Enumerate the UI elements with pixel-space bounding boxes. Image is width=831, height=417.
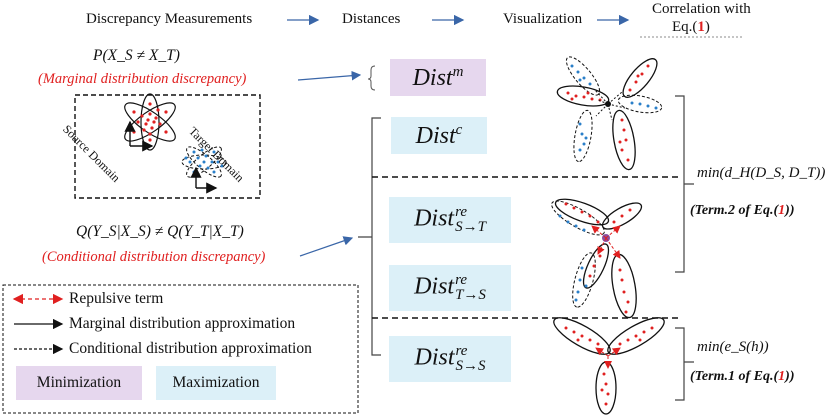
dist-c-text: Distc: [415, 121, 463, 149]
brace-dm: [367, 65, 376, 91]
conditional-label: (Conditional distribution discrepancy): [42, 249, 266, 265]
correlation-upper-term: (Term.2 of Eq.(1)): [690, 203, 795, 218]
correlation-lower-formula: min(e_S(h)): [697, 339, 769, 355]
dist-m-text: Distm: [412, 63, 464, 91]
bracket-main: [358, 117, 381, 356]
vis-petals-ss: [553, 317, 665, 415]
bracket-right-lower: [675, 327, 694, 401]
vis-star-dm-dc: [556, 56, 663, 171]
marginal-arrow: [297, 70, 362, 81]
legend-maximization: Maximization: [156, 366, 276, 400]
header-step-discrepancy: Discrepancy Measurements: [86, 11, 253, 27]
vis-star-repulsive: [551, 198, 643, 319]
legend-conditional: Conditional distribution approximation: [69, 340, 312, 357]
dist-m-box: Distm: [390, 59, 486, 96]
correlation-upper-formula: min(d_H(D_S, D_T)): [697, 165, 826, 181]
marginal-formula: P(X_S ≠ X_T): [93, 47, 180, 64]
conditional-formula: Q(Y_S|X_S) ≠ Q(Y_T|X_T): [76, 223, 244, 240]
target-cluster: [181, 146, 227, 194]
correlation-lower-term: (Term.1 of Eq.(1)): [690, 369, 795, 384]
legend-repulsive: Repulsive term: [69, 290, 164, 307]
domain-box: [74, 94, 261, 199]
legend-minimization: Minimization: [16, 366, 142, 400]
header-step-correlation: Correlation with: [652, 1, 751, 17]
header-step-distances: Distances: [342, 11, 401, 27]
source-cluster: [124, 93, 176, 152]
dist-c-box: Distc: [391, 117, 487, 154]
header-eq-ref: Eq.(1): [672, 19, 710, 35]
bracket-right-upper: [675, 95, 694, 273]
conditional-arrow: [299, 236, 354, 257]
legend-box: [2, 284, 359, 414]
marginal-label: (Marginal distribution discrepancy): [38, 71, 247, 87]
header-step-visualization: Visualization: [503, 11, 583, 27]
legend-marginal: Marginal distribution approximation: [69, 315, 296, 332]
